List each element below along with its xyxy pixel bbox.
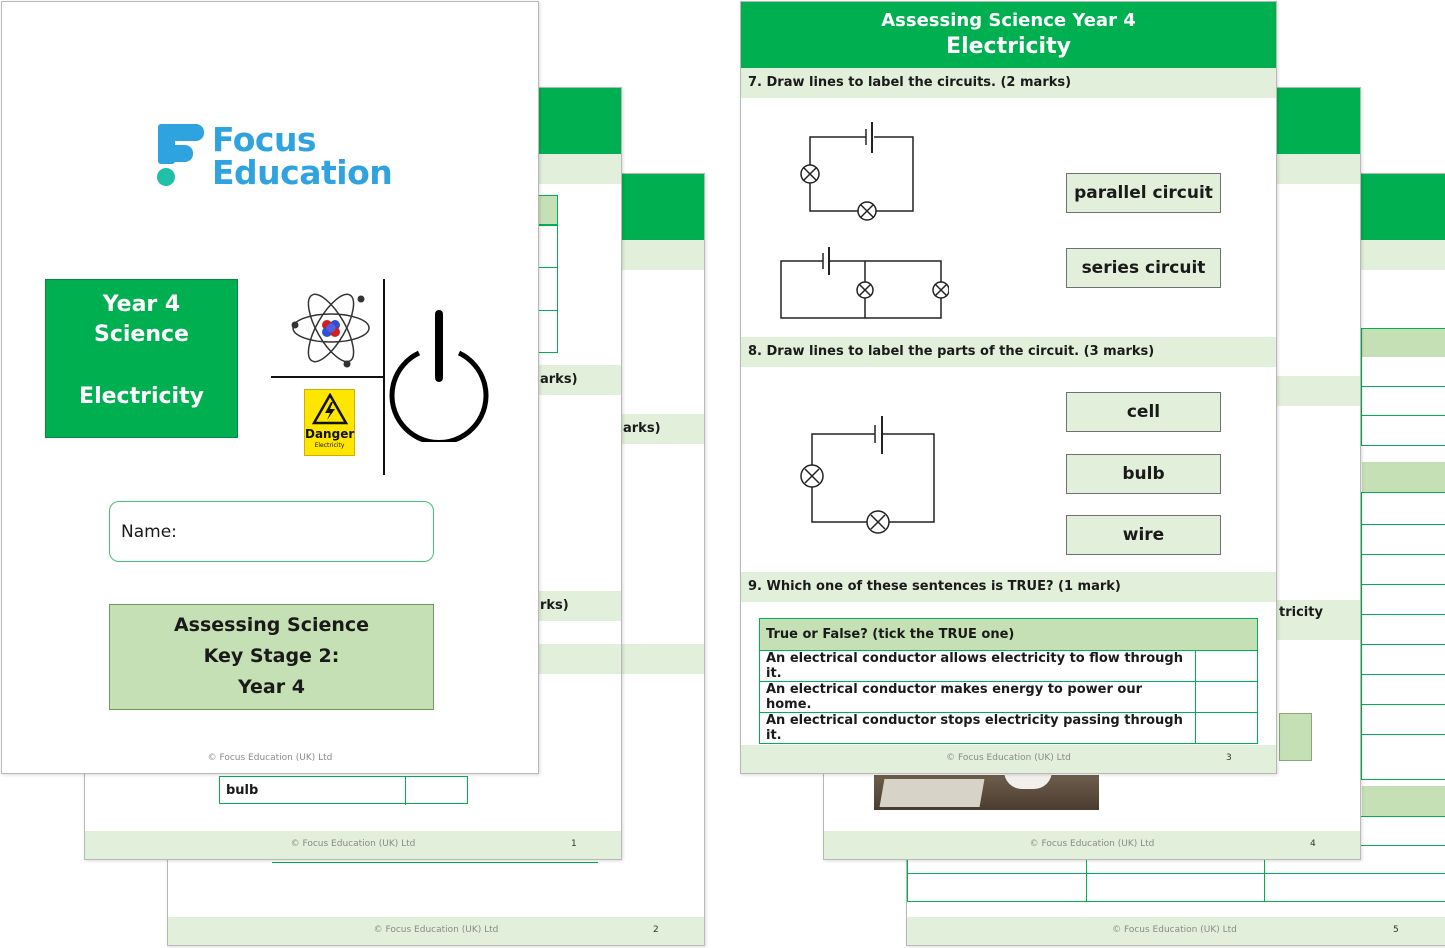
label-bulb[interactable]: bulb <box>1066 454 1221 494</box>
label-series-circuit[interactable]: series circuit <box>1066 248 1221 288</box>
page-5-table-line <box>1361 614 1445 615</box>
page-5-table-line <box>1361 644 1445 645</box>
page-3-header-title: Assessing Science Year 4 <box>881 10 1136 31</box>
subject-year: Year 4 <box>102 292 181 317</box>
page-4-copyright: © Focus Education (UK) Ltd <box>1029 839 1155 849</box>
page-5-table-line <box>1361 674 1445 675</box>
true-false-table-header: True or False? (tick the TRUE one) <box>759 618 1258 651</box>
circuit-diagram-series-icon <box>800 122 914 221</box>
page-3: Assessing Science Year 4 Electricity 7. … <box>740 1 1277 774</box>
subject-topic: Electricity <box>79 384 204 409</box>
table-row: An electrical conductor makes energy to … <box>759 681 1258 713</box>
question-8: 8. Draw lines to label the parts of the … <box>741 337 1276 367</box>
page-4-answer-box <box>1279 713 1312 761</box>
page-5-table <box>1361 492 1445 780</box>
page-1-footer: © Focus Education (UK) Ltd 1 <box>85 831 621 859</box>
page-3-number: 3 <box>1226 753 1232 763</box>
statement-cell: An electrical conductor allows electrici… <box>759 650 1196 682</box>
subject-box: Year 4 Science Electricity <box>45 279 238 438</box>
page-5-number: 5 <box>1393 925 1399 935</box>
table-row: An electrical conductor stops electricit… <box>759 712 1258 744</box>
page-5-table-line <box>1361 524 1445 525</box>
name-label: Name: <box>121 522 177 542</box>
page-1-number: 1 <box>571 839 577 849</box>
page-5-table-header <box>1362 329 1445 357</box>
page-5-table-line <box>907 873 1445 874</box>
tick-cell[interactable] <box>1195 712 1258 744</box>
cover-page: Focus Education Year 4 Science Electrici… <box>1 1 539 774</box>
page-5-table-line <box>1361 734 1445 735</box>
statement-cell: An electrical conductor makes energy to … <box>759 681 1196 713</box>
page-1-bulb-cell: bulb <box>226 783 259 798</box>
question-9: 9. Which one of these sentences is TRUE?… <box>741 572 1276 602</box>
danger-subtitle: Electricity <box>314 442 345 449</box>
statement-cell: An electrical conductor stops electricit… <box>759 712 1196 744</box>
question-7: 7. Draw lines to label the circuits. (2 … <box>741 68 1276 98</box>
circuit-diagram-parallel-icon <box>780 247 949 319</box>
page-1-question-fragment: arks) <box>540 372 578 387</box>
atom-icon <box>291 293 370 368</box>
page-3-copyright: © Focus Education (UK) Ltd <box>946 753 1071 763</box>
danger-sign: Danger Electricity <box>304 389 355 456</box>
page-5-table-line <box>1361 415 1445 416</box>
tick-cell[interactable] <box>1195 681 1258 713</box>
page-1-table-divider <box>405 777 406 805</box>
page-5-copyright: © Focus Education (UK) Ltd <box>1112 925 1237 935</box>
label-parallel-circuit[interactable]: parallel circuit <box>1066 173 1221 213</box>
assessment-line-3: Year 4 <box>238 676 305 698</box>
page-5-table-line <box>1361 704 1445 705</box>
page-2-footer: © Focus Education (UK) Ltd 2 <box>168 917 704 945</box>
logo-text-focus: Focus <box>212 120 317 159</box>
label-wire[interactable]: wire <box>1066 515 1221 555</box>
coffee-cup-shape <box>1004 771 1052 789</box>
page-4-question-fragment: tricity <box>1279 605 1323 620</box>
page-5-table-line <box>1361 386 1445 387</box>
warning-triangle-icon <box>312 393 348 425</box>
page-5-table-header <box>1362 786 1445 816</box>
page-3-header: Assessing Science Year 4 Electricity <box>741 2 1276 68</box>
page-4-number: 4 <box>1310 839 1316 849</box>
page-2-number: 2 <box>653 925 659 935</box>
circuit-diagram-parts-icon <box>800 416 935 534</box>
power-icon <box>389 310 489 442</box>
page-1-table-line <box>535 267 558 268</box>
page-5-table <box>1361 328 1445 446</box>
page-1-copyright: © Focus Education (UK) Ltd <box>290 839 416 849</box>
true-false-table: True or False? (tick the TRUE one) An el… <box>759 618 1258 744</box>
page-5-table-line <box>1361 584 1445 585</box>
page-5-footer: © Focus Education (UK) Ltd 5 <box>907 917 1445 945</box>
focus-logo-icon <box>157 124 204 186</box>
assessment-box: Assessing Science Key Stage 2: Year 4 <box>109 604 434 710</box>
page-2-copyright: © Focus Education (UK) Ltd <box>373 925 499 935</box>
page-5-table-header <box>1362 462 1445 492</box>
tick-cell[interactable] <box>1195 650 1258 682</box>
label-cell[interactable]: cell <box>1066 392 1221 432</box>
divider-horizontal <box>271 376 384 378</box>
page-2-question-fragment: arks) <box>623 421 661 436</box>
page-1-table-line <box>535 310 558 311</box>
logo-text-education: Education <box>212 153 393 192</box>
divider-vertical <box>383 279 385 475</box>
danger-title: Danger <box>305 427 355 441</box>
page-2-table-line <box>272 862 598 863</box>
cover-copyright: © Focus Education (UK) Ltd <box>207 753 333 763</box>
table-row: An electrical conductor allows electrici… <box>759 650 1258 682</box>
page-3-footer: © Focus Education (UK) Ltd 3 <box>741 745 1276 773</box>
assessment-line-2: Key Stage 2: <box>203 645 340 667</box>
page-1-question-fragment: rks) <box>540 598 569 613</box>
page-1-table-row: bulb <box>219 776 468 805</box>
page-3-header-topic: Electricity <box>946 34 1071 59</box>
page-5-table-line <box>1361 554 1445 555</box>
assessment-line-1: Assessing Science <box>173 614 370 636</box>
notebook-shape <box>879 779 985 807</box>
name-field[interactable]: Name: <box>109 501 434 562</box>
page-4-footer: © Focus Education (UK) Ltd 4 <box>824 831 1360 859</box>
subject-name: Science <box>94 322 189 347</box>
page-4-photo <box>874 771 1099 810</box>
